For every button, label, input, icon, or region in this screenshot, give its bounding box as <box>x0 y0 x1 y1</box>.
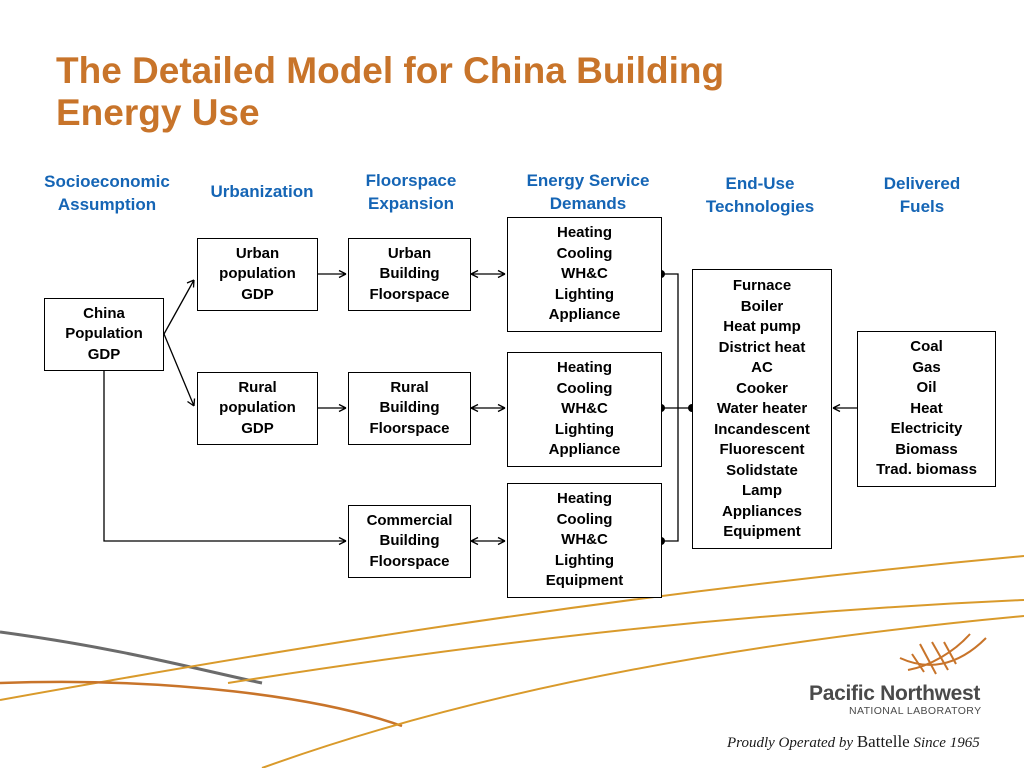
arrow-rural-floor-demand <box>470 403 506 413</box>
gold-swoosh-bottom <box>261 615 1024 768</box>
box-urban-demands: Heating Cooling WH&C Lighting Appliance <box>507 217 662 332</box>
header-delivered: Delivered Fuels <box>883 174 961 216</box>
box-end-use-technologies: Furnace Boiler Heat pump District heat A… <box>692 269 832 549</box>
box-rural-demands: Heating Cooling WH&C Lighting Appliance <box>507 352 662 467</box>
tagline-pre: Proudly Operated by <box>727 735 854 751</box>
box-delivered-fuels: Coal Gas Oil Heat Electricity Biomass Tr… <box>857 331 996 487</box>
box-rural-floorspace: Rural Building Floorspace <box>348 372 471 445</box>
tagline-post: Since 1965 <box>913 735 980 751</box>
arrow-commercial-floor-demand <box>470 536 506 546</box>
title-line-2: Energy Use <box>56 92 260 133</box>
header-floorspace: Floorspace Expansion <box>365 171 457 213</box>
title-line-1: The Detailed Model for China Building <box>56 50 725 91</box>
orange-swoosh <box>0 680 403 728</box>
box-urban-floorspace: Urban Building Floorspace <box>348 238 471 311</box>
header-end-use: End-Use Technologies <box>705 174 815 216</box>
box-commercial-demands: Heating Cooling WH&C Lighting Equipment <box>507 483 662 598</box>
arrow-china-commercial <box>103 371 347 546</box>
logo-name: Pacific Northwest <box>809 682 981 705</box>
gold-swoosh-upper <box>0 555 1024 701</box>
gray-swoosh <box>0 630 263 685</box>
header-energy-service: Energy Service Demands <box>526 171 650 213</box>
logo-tagline: Proudly Operated by Battelle Since 1965 <box>727 732 980 752</box>
tagline-brand: Battelle <box>856 732 910 751</box>
header-urbanization: Urbanization <box>210 182 314 201</box>
arrow-china-rural <box>163 333 196 407</box>
slide-title: The Detailed Model for China Building En… <box>56 50 724 134</box>
arrow-china-urban <box>163 279 195 335</box>
pnnl-logo-mark <box>899 633 987 675</box>
header-socioeconomic: Socioeconomic Assumption <box>44 172 170 214</box>
box-urban-population: Urban population GDP <box>197 238 318 311</box>
arrow-urban-floor-demand <box>470 269 506 279</box>
arrow-urban-pop-floor <box>318 269 347 279</box>
bracket-demands <box>661 273 692 542</box>
gold-swoosh-lower <box>227 599 1024 684</box>
box-rural-population: Rural population GDP <box>197 372 318 445</box>
box-commercial-floorspace: Commercial Building Floorspace <box>348 505 471 578</box>
logo-subtitle: NATIONAL LABORATORY <box>849 705 982 717</box>
arrow-fuels-tech <box>832 403 857 413</box>
arrow-rural-pop-floor <box>318 403 347 413</box>
box-china-population-gdp: China Population GDP <box>44 298 164 371</box>
